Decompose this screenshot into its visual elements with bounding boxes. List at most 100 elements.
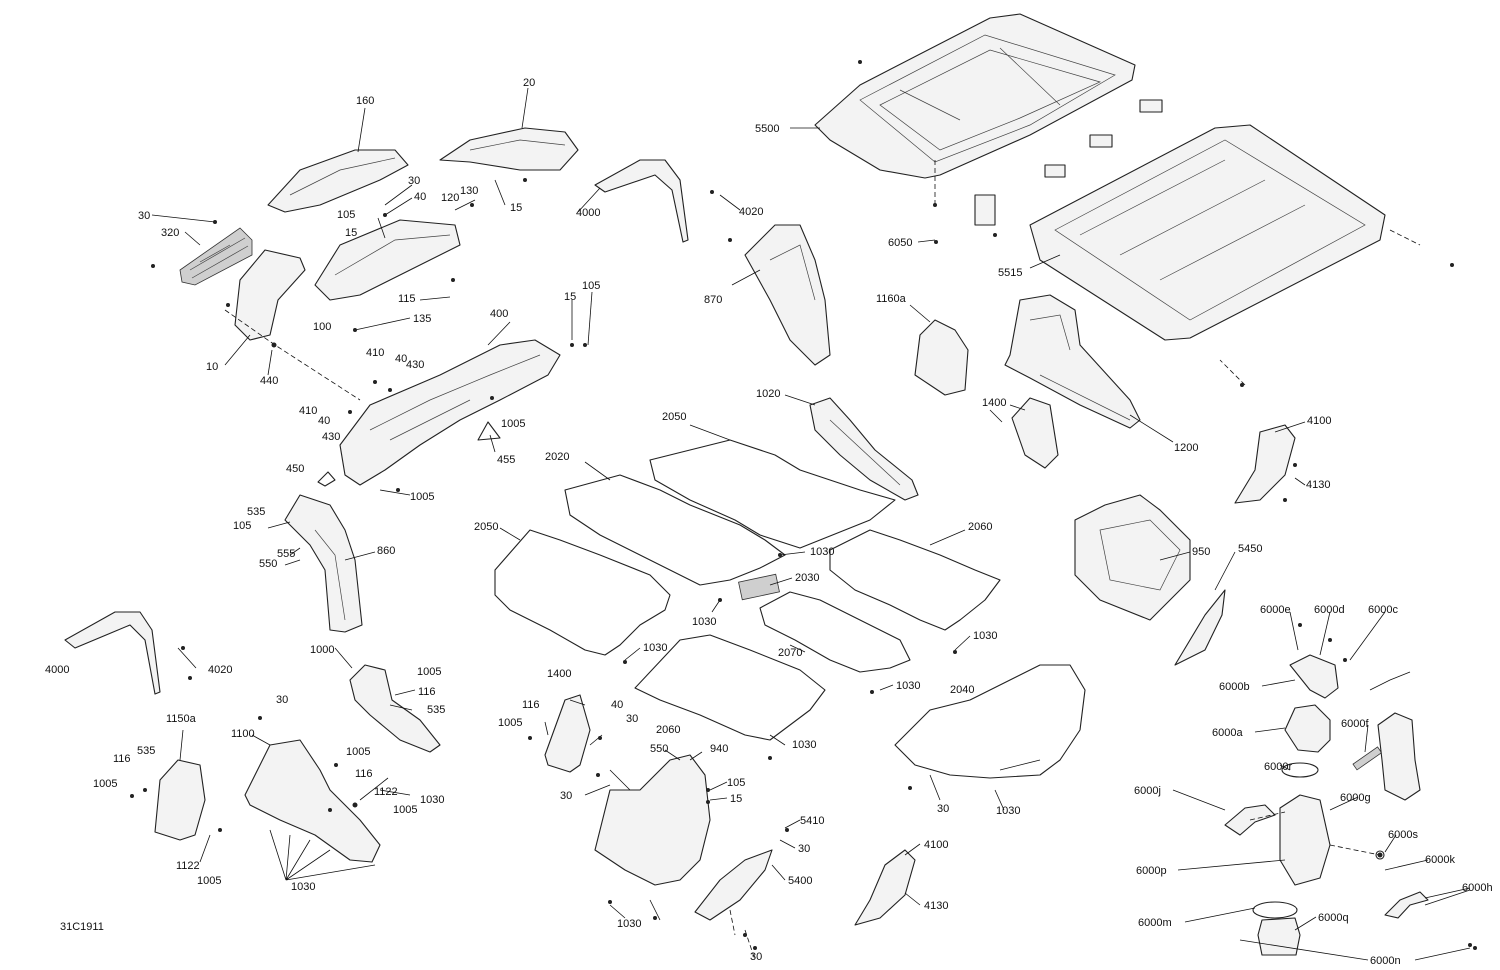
callout-30: 30 xyxy=(138,210,150,222)
part-6000b xyxy=(1289,654,1339,699)
callout-6000h: 6000h xyxy=(1462,882,1493,894)
callout-6000p: 6000p xyxy=(1136,865,1167,877)
callout-6000e: 6000e xyxy=(1260,604,1291,616)
air-intake-assembly-6000 xyxy=(1224,654,1429,956)
callout-2050: 2050 xyxy=(474,521,498,533)
callout-6000k: 6000k xyxy=(1425,854,1455,866)
callout-4100: 4100 xyxy=(924,839,948,851)
callout-2040: 2040 xyxy=(950,684,974,696)
callout-455: 455 xyxy=(497,454,515,466)
callout-4020: 4020 xyxy=(739,206,763,218)
callout-950: 950 xyxy=(1192,546,1210,558)
cover-160 xyxy=(267,149,409,213)
dashed-guide xyxy=(1219,359,1246,386)
callout-1122: 1122 xyxy=(176,860,200,872)
panel-4100-upper xyxy=(1234,424,1296,504)
callout-1000: 1000 xyxy=(310,644,334,656)
panel-4100-lower xyxy=(854,849,916,926)
callout-6000f: 6000f xyxy=(1341,718,1369,730)
floor-panel-2070 xyxy=(759,591,911,673)
callout-135: 135 xyxy=(413,313,431,325)
callout-5450: 5450 xyxy=(1238,543,1262,555)
callout-120: 120 xyxy=(441,192,459,204)
callout-5500: 5500 xyxy=(755,123,779,135)
callout-1005: 1005 xyxy=(93,778,117,790)
callout-430: 430 xyxy=(322,431,340,443)
leader-lines xyxy=(151,87,1471,961)
callout-2030: 2030 xyxy=(795,572,819,584)
callout-6000j: 6000j xyxy=(1134,785,1161,797)
floor-panel-2020 xyxy=(564,474,786,586)
callout-1160a: 1160a xyxy=(876,293,907,305)
part-6000h xyxy=(1384,891,1429,919)
panel-5450 xyxy=(1174,589,1226,666)
callout-1030: 1030 xyxy=(617,918,641,930)
callout-1030: 1030 xyxy=(810,546,834,558)
callout-555: 555 xyxy=(277,548,295,560)
callout-1005: 1005 xyxy=(393,804,417,816)
cover-20 xyxy=(439,127,579,171)
callout-6000s: 6000s xyxy=(1388,829,1418,841)
callout-6050: 6050 xyxy=(888,237,912,249)
part-6000g xyxy=(1279,794,1331,886)
callout-105: 105 xyxy=(582,280,600,292)
callout-1030: 1030 xyxy=(643,642,667,654)
callout-6000a: 6000a xyxy=(1212,727,1243,739)
callout-20: 20 xyxy=(523,77,535,89)
callout-2050: 2050 xyxy=(662,411,686,423)
callout-130: 130 xyxy=(460,185,478,197)
dashed-guide xyxy=(1389,229,1421,246)
callout-410: 410 xyxy=(299,405,317,417)
callout-30: 30 xyxy=(750,951,762,963)
callout-40: 40 xyxy=(395,353,407,365)
callout-410: 410 xyxy=(366,347,384,359)
callout-1005: 1005 xyxy=(417,666,441,678)
callout-116: 116 xyxy=(113,753,131,765)
roll-bar-4000-upper xyxy=(594,159,689,243)
callout-30: 30 xyxy=(276,694,288,706)
callout-15: 15 xyxy=(510,202,522,214)
rocker-1020 xyxy=(809,397,919,501)
panel-10 xyxy=(234,249,306,341)
callout-6000q: 6000q xyxy=(1318,912,1349,924)
dashboard-400 xyxy=(339,339,561,486)
part-6000m xyxy=(1252,901,1298,919)
callout-1005: 1005 xyxy=(410,491,434,503)
rocker-1100 xyxy=(244,739,381,863)
callout-6000g: 6000g xyxy=(1340,792,1371,804)
callout-40: 40 xyxy=(318,415,330,427)
callout-4000: 4000 xyxy=(45,664,69,676)
callout-320: 320 xyxy=(161,227,179,239)
callout-5515: 5515 xyxy=(998,267,1022,279)
dashed-guide xyxy=(224,309,361,401)
callout-940: 940 xyxy=(710,743,728,755)
callout-4130: 4130 xyxy=(1306,479,1330,491)
callout-15: 15 xyxy=(564,291,576,303)
part-6000q xyxy=(1257,917,1301,956)
callout-870: 870 xyxy=(704,294,722,306)
callout-1020: 1020 xyxy=(756,388,780,400)
tray-940 xyxy=(594,754,711,886)
callout-5410: 5410 xyxy=(800,815,824,827)
floor-panel-2040 xyxy=(894,664,1086,779)
floor-panel-2050-upper xyxy=(649,439,896,549)
callout-1005: 1005 xyxy=(346,746,370,758)
callout-2020: 2020 xyxy=(545,451,569,463)
callout-1400: 1400 xyxy=(547,668,571,680)
part-6000f xyxy=(1352,746,1383,771)
callout-550: 550 xyxy=(259,558,277,570)
callout-1030: 1030 xyxy=(996,805,1020,817)
callout-535: 535 xyxy=(427,704,445,716)
callout-1030: 1030 xyxy=(973,630,997,642)
part-6000r xyxy=(1281,762,1319,778)
callout-100: 100 xyxy=(313,321,331,333)
callout-440: 440 xyxy=(260,375,278,387)
callout-4020: 4020 xyxy=(208,664,232,676)
dashed-guide xyxy=(729,909,756,961)
callout-1030: 1030 xyxy=(792,739,816,751)
callout-116: 116 xyxy=(355,768,373,780)
callout-5400: 5400 xyxy=(788,875,812,887)
callout-labels: 160 20 30 40 120 130 105 15 15 30 320 11… xyxy=(45,77,1493,967)
panel-1160a xyxy=(914,319,969,396)
